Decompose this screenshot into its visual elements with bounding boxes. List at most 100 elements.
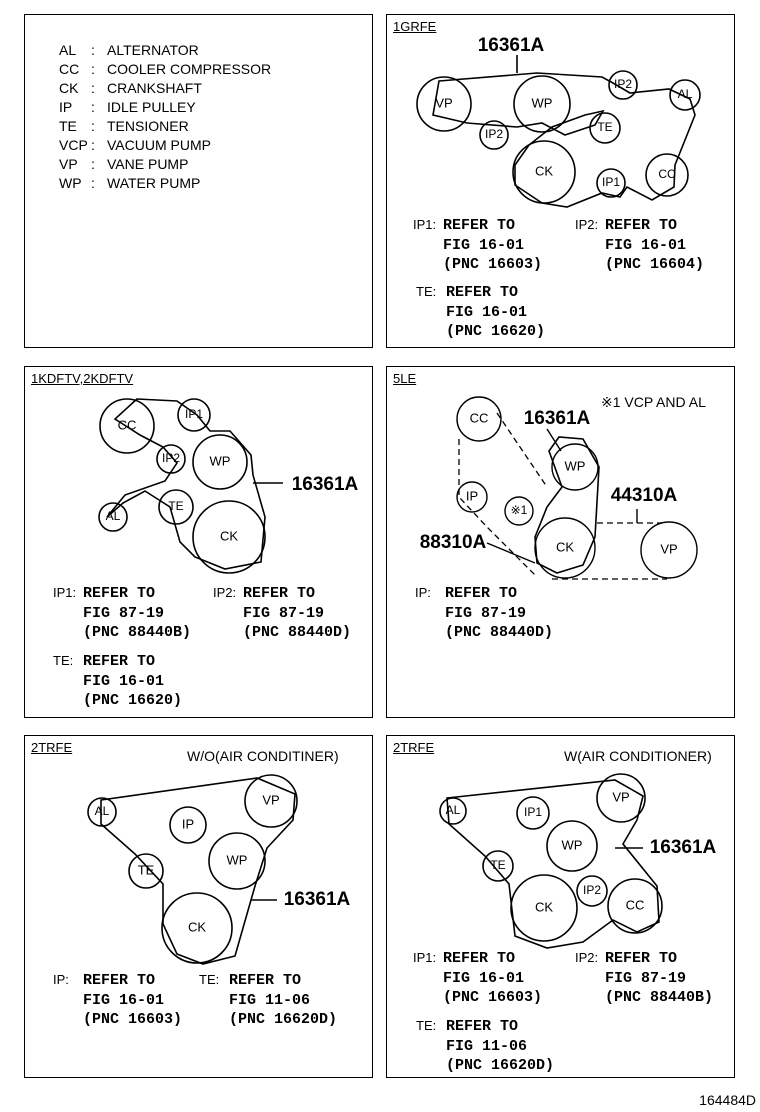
- ref-label: IP1:: [53, 585, 77, 600]
- label-wp: WP: [565, 458, 586, 473]
- ref-line: FIG 16-01: [413, 236, 542, 256]
- part-number: 16361A: [650, 837, 717, 858]
- label-te: TE: [597, 120, 612, 134]
- legend-colon: :: [91, 61, 95, 77]
- ref-line: FIG 87-19: [213, 604, 351, 624]
- ref-label: TE:: [416, 284, 437, 299]
- panel-5le: 5LE ※1 VCP AND AL CC WP IP ※1 CK VP 1636…: [386, 366, 735, 718]
- panel-1grfe: 1GRFE VP WP IP2 AL IP2 TE CK IP1 CC: [386, 14, 735, 348]
- pulley-vp: [596, 773, 646, 823]
- label-vp: VP: [262, 792, 279, 807]
- label-vp: VP: [612, 789, 629, 804]
- ref-text: (PNC 16604): [605, 256, 705, 273]
- pulley-vp: [640, 521, 698, 579]
- ref-line: FIG 87-19: [575, 969, 713, 989]
- pulley-te: [482, 850, 514, 882]
- legend-row: CC:COOLER COMPRESSOR: [59, 60, 271, 79]
- label-cc: CC: [118, 417, 137, 432]
- ref-text: REFER TO: [229, 972, 302, 989]
- ref-line: IP2:REFER TO: [213, 583, 351, 604]
- legend-abbr: VP: [59, 156, 78, 172]
- note: ※1 VCP AND AL: [601, 394, 706, 410]
- legend-colon: :: [91, 137, 95, 153]
- ref-text: FIG 87-19: [243, 604, 325, 622]
- belt-vcp-al: [458, 412, 667, 580]
- ref-line: TE: REFER TO: [416, 282, 545, 303]
- belt-main: [534, 436, 600, 574]
- pulley-ip1: [516, 796, 550, 830]
- label-ip1: IP1: [602, 175, 620, 189]
- ref-label: IP2:: [575, 217, 599, 232]
- label-vp: VP: [660, 541, 677, 556]
- pulley-ip: [169, 806, 207, 844]
- ref-text: FIG 11-06: [446, 1037, 528, 1055]
- ref-label: TE:: [199, 972, 220, 987]
- pulley-wp: [513, 75, 571, 133]
- label-ck: CK: [220, 528, 238, 543]
- label-x1: ※1: [511, 503, 528, 517]
- ref-text: FIG 16-01: [83, 672, 165, 690]
- ref-text: REFER TO: [605, 950, 678, 967]
- legend-name: COOLER COMPRESSOR: [107, 61, 272, 77]
- ref-label: IP1:: [413, 217, 437, 232]
- pulley-ip1: [596, 168, 626, 198]
- pulley-al: [98, 502, 128, 532]
- pulley-ip1: [177, 398, 211, 432]
- pulley-vp: [244, 774, 298, 828]
- label-al: AL: [106, 509, 121, 523]
- note: W(AIR CONDITIONER): [564, 748, 712, 764]
- label-wp: WP: [227, 852, 248, 867]
- ref-text: (PNC 16620D): [446, 1057, 555, 1074]
- ref-label: IP1:: [413, 950, 437, 965]
- pulley-al: [439, 797, 467, 825]
- part-number-44310a: 44310A: [611, 485, 678, 506]
- ref-line: FIG 16-01: [53, 991, 182, 1011]
- ref-text: REFER TO: [446, 284, 519, 301]
- ref-text: (PNC 16603): [83, 1011, 183, 1028]
- leader-line-16361a: [546, 428, 562, 452]
- legend-abbr: IP: [59, 99, 73, 115]
- ref-text: (PNC 88440D): [243, 624, 352, 641]
- leader-line-88310a: [486, 542, 536, 564]
- pulley-wp: [192, 434, 248, 490]
- legend-name: VACUUM PUMP: [107, 137, 211, 153]
- belt-diagram-2trfe-wo-ac: AL VP IP TE WP CK 16361A: [87, 774, 351, 965]
- panel-2trfe-w-ac: 2TRFE W(AIR CONDITIONER) AL IP1 VP WP TE…: [386, 735, 735, 1078]
- pulley-al: [669, 79, 701, 111]
- label-wp: WP: [562, 837, 583, 852]
- label-al: AL: [678, 87, 693, 101]
- ref-line: FIG 87-19: [415, 604, 553, 624]
- pulley-ip2: [156, 444, 186, 474]
- label-ip: IP: [466, 488, 478, 503]
- pulley-ip2: [576, 875, 608, 907]
- part-number-16361a: 16361A: [524, 408, 591, 429]
- ref-line: (PNC 16620D): [416, 1056, 554, 1076]
- ref-text: FIG 87-19: [445, 604, 527, 622]
- ref-line: (PNC 88440B): [53, 623, 191, 643]
- ref-line: FIG 87-19: [53, 604, 191, 624]
- pulley-wp: [208, 832, 266, 890]
- legend-row: VP:VANE PUMP: [59, 155, 271, 174]
- ref-label: TE:: [53, 653, 74, 668]
- pulley-ck: [192, 500, 266, 574]
- ref-text: REFER TO: [83, 653, 156, 670]
- ref-text: (PNC 88440D): [445, 624, 554, 641]
- ref-text: FIG 16-01: [446, 303, 528, 321]
- pulley-vp: [416, 76, 472, 132]
- panel-2trfe-wo-ac: 2TRFE W/O(AIR CONDITINER) AL VP IP TE WP…: [24, 735, 373, 1078]
- ref-text: FIG 87-19: [83, 604, 165, 622]
- ref-line: IP1:REFER TO: [413, 215, 542, 236]
- belt: [106, 398, 266, 570]
- pulley-wp: [546, 820, 598, 872]
- part-number: 16361A: [292, 474, 359, 495]
- ref-line: IP1:REFER TO: [53, 583, 191, 604]
- pulley-wp: [551, 443, 599, 491]
- ref-text: REFER TO: [445, 585, 518, 602]
